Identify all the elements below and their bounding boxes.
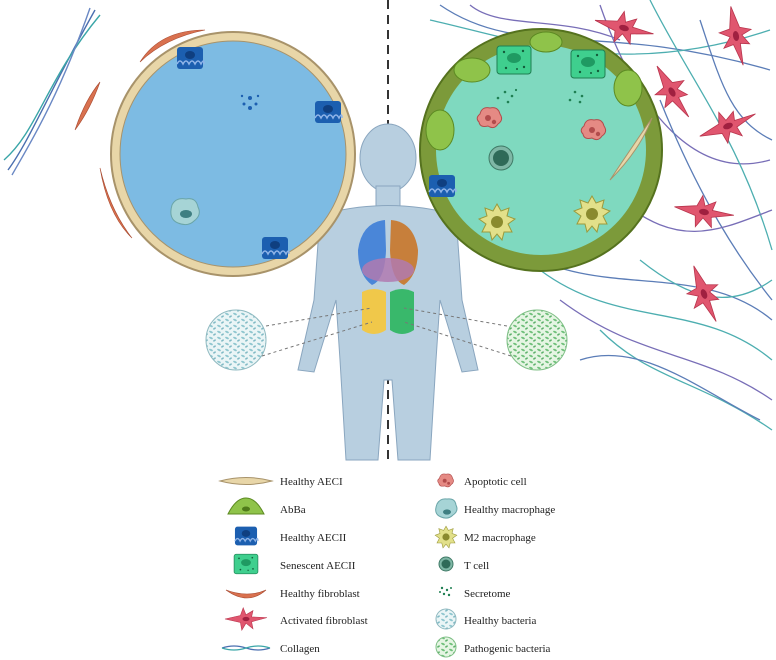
legend-icon-apoptotic-cell — [437, 473, 454, 488]
healthy-fibroblasts — [74, 29, 206, 239]
legend-icon-healthy-aecii — [234, 526, 259, 546]
healthy-macrophage-left — [170, 198, 200, 226]
legend-label-senescent-aecii: Senescent AECII — [280, 560, 356, 572]
healthy-bacteria-circle — [205, 307, 373, 371]
fibrotic-alveolus — [419, 28, 663, 272]
legend-label-activated-fibroblast: Activated fibroblast — [280, 615, 368, 627]
legend-label-healthy-fibroblast: Healthy fibroblast — [280, 588, 360, 600]
legend-icon-healthy-macrophage — [435, 498, 458, 519]
healthy-alveolus — [110, 31, 356, 277]
legend-icon-healthy-bacteria — [435, 608, 457, 630]
legend-icon-healthy-fibroblast — [225, 589, 267, 599]
legend-icon-activated-fibroblast — [224, 607, 268, 631]
secretome-left — [240, 94, 260, 110]
legend-icon-senescent-aecii — [233, 553, 259, 575]
legend: Healthy AECI AbBa Healthy AECII Senescen… — [218, 473, 555, 658]
legend-label-apoptotic-cell: Apoptotic cell — [464, 476, 527, 488]
legend-icon-collagen — [221, 645, 271, 651]
legend-icon-abba — [227, 497, 265, 515]
legend-label-secretome: Secretome — [464, 588, 511, 600]
legend-label-healthy-aeci: Healthy AECI — [280, 476, 343, 488]
organs — [358, 220, 418, 334]
legend-icon-secretome — [439, 586, 452, 597]
aecii-cell-right — [428, 174, 457, 198]
aeci-cell-right — [609, 117, 653, 181]
human-body — [297, 123, 479, 461]
legend-label-t-cell: T cell — [464, 560, 489, 572]
legend-icon-pathogenic-bacteria — [435, 636, 457, 658]
secretome-right — [496, 88, 584, 104]
legend-label-abba: AbBa — [280, 504, 306, 516]
collagen-strand-topleft — [3, 7, 101, 176]
legend-label-healthy-bacteria: Healthy bacteria — [464, 615, 536, 627]
legend-label-healthy-macrophage: Healthy macrophage — [464, 504, 555, 516]
legend-icon-healthy-aeci — [218, 477, 274, 485]
legend-label-healthy-aecii: Healthy AECII — [280, 532, 347, 544]
legend-icon-t-cell — [438, 556, 454, 572]
abba-cells — [425, 31, 643, 151]
legend-icon-m2-macrophage — [434, 525, 458, 549]
legend-label-pathogenic-bacteria: Pathogenic bacteria — [464, 643, 551, 655]
legend-label-collagen: Collagen — [280, 643, 320, 655]
legend-label-m2-macrophage: M2 macrophage — [464, 532, 536, 544]
pathogenic-bacteria-circle — [403, 307, 568, 371]
t-cell-right — [488, 145, 514, 171]
